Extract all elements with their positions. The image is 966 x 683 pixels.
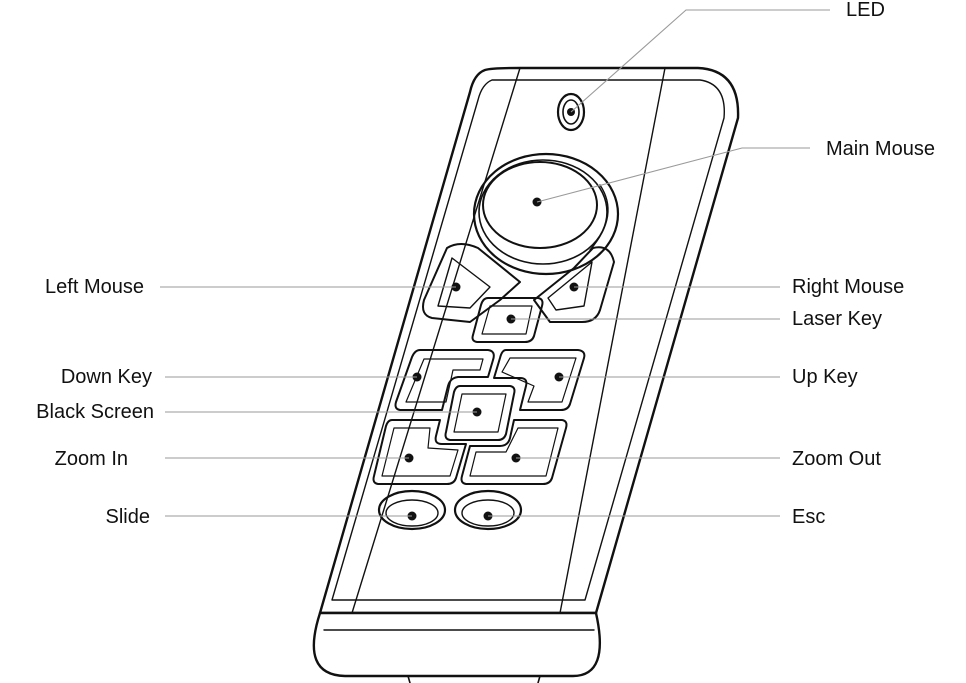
label-led: LED (846, 0, 885, 22)
label-left-mouse: Left Mouse (45, 275, 144, 299)
label-zoom-in: Zoom In (55, 447, 128, 471)
label-black-screen: Black Screen (36, 400, 154, 424)
label-laser-key: Laser Key (792, 307, 882, 331)
label-main-mouse: Main Mouse (826, 137, 935, 161)
label-esc: Esc (792, 505, 825, 529)
label-up-key: Up Key (792, 365, 858, 389)
label-down-key: Down Key (61, 365, 152, 389)
remote-body (314, 68, 738, 683)
label-zoom-out: Zoom Out (792, 447, 881, 471)
label-slide: Slide (106, 505, 150, 529)
label-right-mouse: Right Mouse (792, 275, 904, 299)
